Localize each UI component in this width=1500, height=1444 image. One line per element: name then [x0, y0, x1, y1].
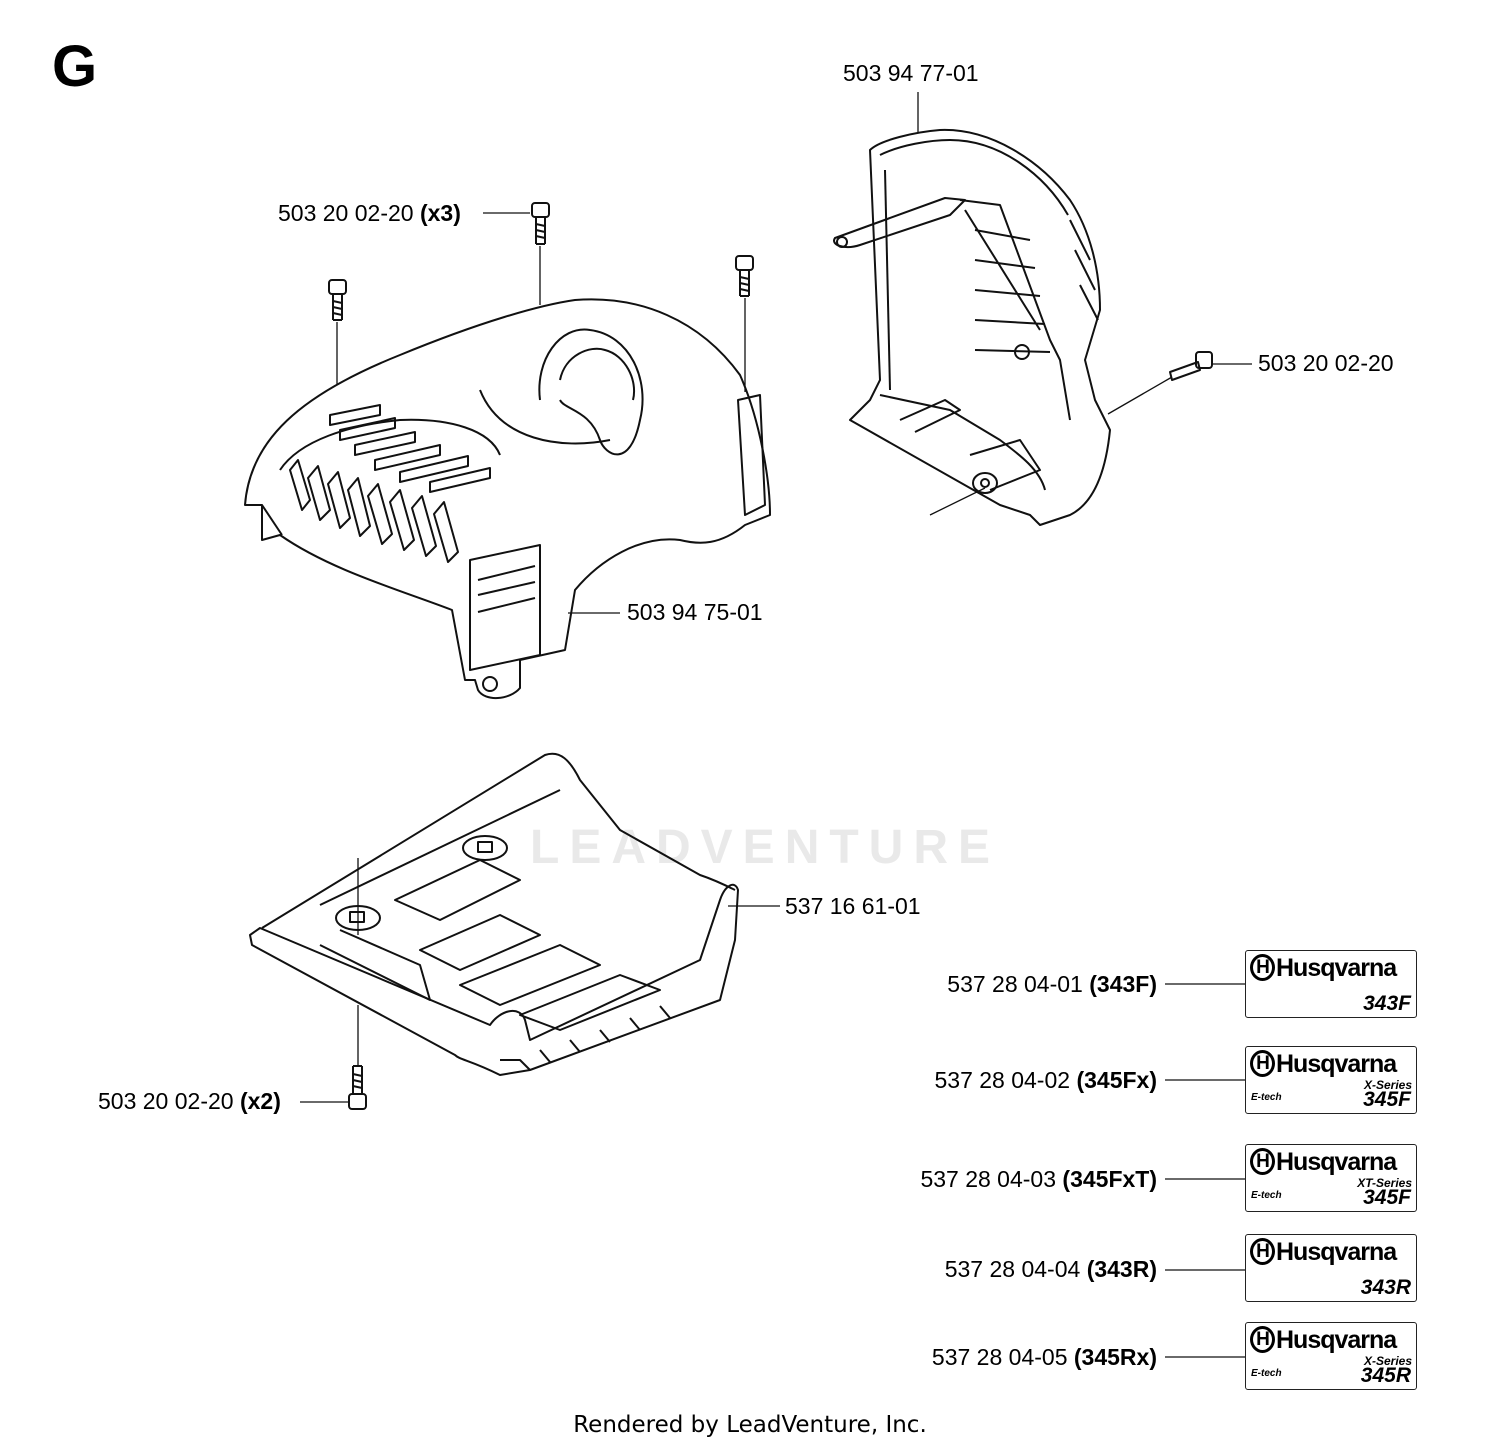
decal-model: 345F	[1363, 1186, 1411, 1209]
husqvarna-logo-icon: H	[1250, 1238, 1275, 1265]
decal-model: 343F	[1363, 992, 1411, 1015]
quantity: (x3)	[419, 200, 461, 226]
air-filter-cover-drawing	[833, 128, 1111, 526]
label-cylinder-cover: 503 94 75-01	[627, 599, 763, 625]
footer-credit: Rendered by LeadVenture, Inc.	[573, 1412, 927, 1438]
label-screw-x3: 503 20 02-20 (x3)	[278, 202, 461, 225]
model-code: (343F)	[1089, 971, 1157, 997]
decal-series: X-Series	[1363, 1354, 1412, 1368]
decal-series: XT-Series	[1357, 1176, 1412, 1190]
label-bottom-plate: 537 16 61-01	[785, 893, 921, 919]
part-number: 503 20 02-20	[278, 200, 414, 226]
decal-model: 345R	[1360, 1364, 1411, 1387]
decal-etech: E-tech	[1251, 1368, 1282, 1379]
decal-etech: E-tech	[1251, 1190, 1282, 1201]
label-decal-5: 537 28 04-05 (345Rx)	[932, 1346, 1157, 1369]
model-code: (345Fx)	[1076, 1067, 1157, 1093]
part-number: 537 28 04-02	[934, 1067, 1071, 1093]
model-code: (345Rx)	[1073, 1344, 1157, 1370]
model-code: (345FxT)	[1062, 1166, 1157, 1192]
cylinder-cover-drawing	[244, 298, 771, 699]
bottom-plate-drawing	[249, 752, 739, 1076]
husqvarna-logo-icon: H	[1250, 1050, 1275, 1077]
label-decal-4: 537 28 04-04 (343R)	[945, 1258, 1157, 1281]
watermark: LEADVENTURE	[530, 821, 1001, 874]
husqvarna-logo-icon: H	[1250, 1148, 1275, 1175]
decal-series: X-Series	[1363, 1078, 1412, 1092]
section-letter: G	[52, 34, 98, 99]
label-screw-right: 503 20 02-20	[1258, 350, 1394, 376]
label-decal-1: 537 28 04-01 (343F)	[947, 973, 1157, 996]
part-number: 503 20 02-20	[98, 1088, 234, 1114]
label-decal-2: 537 28 04-02 (345Fx)	[934, 1069, 1157, 1092]
decal-model: 345F	[1363, 1088, 1411, 1111]
husqvarna-logo-icon: H	[1250, 1326, 1275, 1353]
screw-icon	[531, 202, 550, 245]
quantity: (x2)	[239, 1088, 281, 1114]
decal-etech: E-tech	[1251, 1092, 1282, 1103]
part-number: 537 28 04-01	[947, 971, 1083, 997]
screw-icon	[348, 1065, 367, 1110]
screw-icon	[328, 279, 347, 321]
decal-model: 343R	[1360, 1276, 1411, 1299]
part-number: 537 28 04-04	[944, 1256, 1081, 1282]
leader-lines	[300, 92, 1252, 1358]
label-decal-3: 537 28 04-03 (345FxT)	[920, 1168, 1157, 1191]
model-code: (343R)	[1086, 1256, 1157, 1282]
part-number: 537 28 04-03	[920, 1166, 1057, 1192]
husqvarna-logo-icon: H	[1250, 954, 1275, 981]
screw-icon	[1169, 351, 1213, 381]
part-number: 537 28 04-05	[931, 1344, 1068, 1370]
label-air-filter-cover: 503 94 77-01	[843, 60, 979, 86]
screw-icon	[735, 255, 754, 297]
label-screw-x2: 503 20 02-20 (x2)	[98, 1090, 281, 1113]
